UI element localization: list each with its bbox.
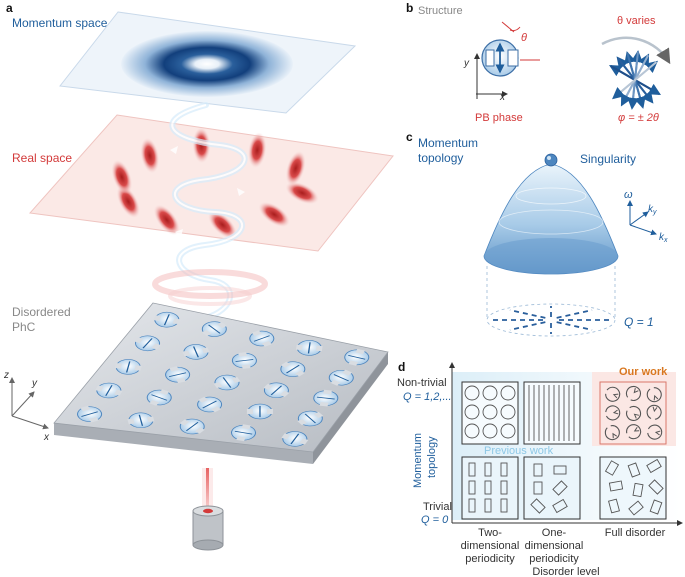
nontrivial-line2: Q = 1,2,...	[403, 391, 452, 403]
panel-c-label: c	[406, 130, 413, 144]
axis-x-label: x	[43, 432, 50, 443]
phc-unit-cell	[182, 344, 210, 360]
phc-unit-cell	[297, 410, 324, 427]
b-axis-y-label: y	[463, 58, 470, 69]
d-y-axis-line1: Momentum	[412, 433, 424, 488]
theta-label: θ	[521, 32, 527, 44]
col1-line2: dimensional	[461, 540, 520, 552]
omega-k-axes	[627, 200, 657, 236]
rotating-arrows	[601, 36, 671, 110]
disordered-label-line1: Disordered	[12, 305, 71, 319]
momentum-space-label: Momentum space	[12, 16, 108, 30]
momentum-topology-line2: topology	[418, 151, 463, 165]
omega-label: ω	[624, 189, 633, 201]
disordered-label-line2: PhC	[12, 320, 36, 334]
phc-unit-cell	[153, 311, 181, 328]
xyz-axes	[9, 377, 49, 430]
phc-unit-cell	[95, 382, 123, 399]
theta-varies-label: θ varies	[617, 15, 656, 27]
kx-label: kx	[659, 232, 668, 244]
our-work-label: Our work	[619, 366, 668, 378]
phc-unit-cell	[197, 396, 223, 413]
intensity-lobe	[116, 185, 141, 218]
phi-equation: φ = ± 2θ	[618, 112, 659, 124]
phc-unit-cell	[246, 403, 273, 420]
axis-z-label: z	[3, 370, 9, 381]
phc-unit-cell	[295, 340, 323, 356]
x-axis-label: Disorder level	[532, 566, 599, 577]
phc-unit-cell	[127, 412, 155, 429]
phc-unit-cell	[165, 366, 191, 384]
phc-unit-cell	[114, 359, 142, 375]
panel-a-label: a	[6, 1, 13, 15]
phc-unit-cell	[134, 335, 161, 352]
col1-line1: Two-	[478, 527, 502, 539]
phc-unit-cell	[231, 352, 257, 369]
phc-unit-cell	[344, 348, 370, 366]
phc-unit-cell	[231, 424, 257, 442]
col3-label: Full disorder	[605, 527, 666, 539]
col2-line2: dimensional	[525, 540, 584, 552]
intensity-lobe	[258, 201, 290, 228]
pb-phase-label: PB phase	[475, 112, 523, 124]
phc-unit-cell	[179, 418, 205, 435]
phc-unit-cell	[201, 321, 227, 337]
phc-unit-cell	[313, 389, 339, 407]
intensity-lobe	[208, 210, 237, 239]
b-axis-x-label: x	[499, 92, 506, 103]
intensity-lobe	[285, 181, 319, 205]
axis-y-label: y	[31, 378, 38, 389]
phc-unit-cell	[280, 361, 306, 377]
real-space-label: Real space	[12, 151, 72, 165]
trivial-line1: Trivial	[423, 501, 452, 513]
panel-b-label: b	[406, 1, 413, 15]
intensity-lobe	[285, 150, 306, 186]
momentum-topology-line1: Momentum	[418, 136, 478, 150]
intensity-lobe	[140, 137, 160, 174]
real-space-plane	[29, 114, 394, 252]
phc-unit-cell	[328, 369, 354, 386]
phc-unit-cell	[281, 431, 309, 447]
phc-unit-cell	[146, 389, 172, 406]
col2-line1: One-	[542, 527, 567, 539]
phc-unit-cell	[263, 382, 290, 399]
ky-label: ky	[648, 204, 657, 216]
d-y-axis-line2: topology	[426, 436, 438, 478]
photonic-crystal-slab	[53, 302, 389, 464]
panel-d-label: d	[398, 360, 405, 374]
laser-source	[192, 468, 224, 551]
structure-unit-cell	[474, 21, 540, 99]
col1-line3: periodicity	[465, 553, 515, 565]
phc-unit-cell	[213, 374, 241, 391]
regime-diagram	[449, 362, 683, 526]
topology-dome	[483, 153, 619, 337]
singularity-label: Singularity	[580, 152, 636, 166]
trivial-line2: Q = 0	[421, 514, 449, 526]
intensity-lobe	[248, 132, 267, 169]
intensity-lobe	[153, 204, 180, 236]
nontrivial-line1: Non-trivial	[397, 377, 447, 389]
q-equals-one: Q = 1	[624, 315, 654, 329]
phc-unit-cell	[77, 405, 103, 423]
intensity-lobe	[111, 159, 133, 195]
vortex-beam	[152, 102, 268, 363]
phc-unit-cell	[249, 330, 275, 347]
structure-label: Structure	[418, 5, 463, 17]
momentum-space-plane	[59, 11, 357, 114]
previous-work-label: Previous work	[484, 445, 554, 457]
col2-line3: periodicity	[529, 553, 579, 565]
